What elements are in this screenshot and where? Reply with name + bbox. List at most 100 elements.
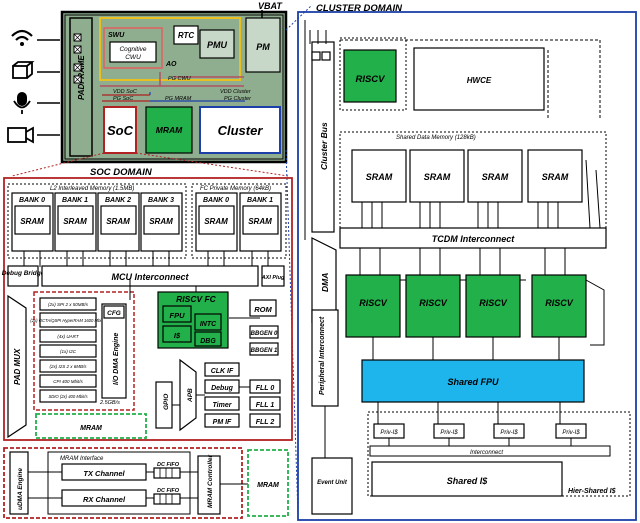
fll1-block: [249, 396, 281, 411]
shared-data-label: Shared Data Memory (128kB): [396, 135, 476, 141]
apb-label: APB: [187, 388, 194, 403]
event-unit-label: Event Unit: [317, 480, 348, 486]
svg-text:(1x) I2C: (1x) I2C: [60, 349, 77, 354]
svg-text:(2x) I2S 2 x 6MB/s: (2x) I2S 2 x 6MB/s: [49, 364, 87, 369]
pad-mux: [7, 294, 27, 439]
cluster-domain: [297, 11, 637, 521]
mram-block: [145, 106, 193, 154]
hwce-label: HWCE: [467, 76, 492, 85]
vdd-soc-label: VDD SoC: [113, 89, 137, 95]
svg-text:CPI 400 Mbit/s: CPI 400 Mbit/s: [53, 379, 83, 384]
svg-text:SRAM: SRAM: [204, 217, 228, 226]
fc-banks: BANK 0 BANK 1 SRAM SRAM: [195, 192, 282, 252]
svg-text:BANK 0: BANK 0: [19, 197, 45, 204]
shared-icache: [371, 461, 563, 497]
svg-text:(4x) UART: (4x) UART: [57, 334, 79, 339]
rom-label: ROM: [254, 305, 272, 314]
dbg-block: [194, 331, 222, 347]
icache-interconnect: [369, 445, 611, 457]
cluster-cores: RISCV RISCV RISCV RISCV: [345, 274, 605, 346]
mram-macro-label: MRAM: [257, 482, 279, 489]
soc-mram-label: MRAM: [80, 425, 102, 432]
swu-block: [103, 27, 163, 69]
shared-fpu: [361, 359, 585, 403]
vbat-label: VBAT: [258, 1, 283, 11]
rx-dc-fifo-label: DC FIFO: [157, 488, 180, 494]
apb-bus: [179, 358, 197, 432]
svg-text:SRAM: SRAM: [149, 217, 173, 226]
cluster-bus-label: Cluster Bus: [319, 122, 329, 170]
rx-channel-label: RX Channel: [83, 495, 126, 504]
rom-block: [249, 299, 277, 317]
mcu-interconnect-label: MCU Interconnect: [111, 272, 189, 282]
svg-text:SRAM: SRAM: [542, 172, 569, 182]
svg-text:(2x) OCTA/QSPI HyperRAM 1600 M: (2x) OCTA/QSPI HyperRAM 1600 Mbit/s: [30, 318, 106, 323]
pg-cluster-label: PG Cluster: [224, 96, 252, 102]
tx-channel-label: TX Channel: [83, 469, 125, 478]
cwu-label: CWU: [125, 54, 141, 61]
hwce-block: [413, 47, 545, 111]
svg-text:Priv-I$: Priv-I$: [500, 430, 518, 436]
pm-if-label: PM IF: [213, 419, 232, 426]
pm-label: PM: [256, 42, 270, 52]
gpio-label: GPIO: [163, 394, 170, 410]
tcdm-interconnect: [339, 227, 607, 249]
cluster-label: Cluster: [218, 123, 264, 138]
axi-plug-label: AXI Plug: [261, 275, 285, 281]
svg-text:(2x) SPI 2 x 50MB/s: (2x) SPI 2 x 50MB/s: [48, 302, 89, 307]
bbgen1-label: BBGEN 1: [251, 348, 278, 354]
intc-label: INTC: [200, 321, 217, 328]
fpu-label: FPU: [170, 311, 186, 320]
svg-text:SRAM: SRAM: [20, 217, 44, 226]
peripherals-list: (2x) SPI 2 x 50MB/s (2x) OCTA/QSPI Hyper…: [30, 297, 107, 403]
clk-if-block: [204, 362, 240, 377]
fc-memory-label: FC Private Memory (64kB): [200, 186, 271, 192]
swu-label: SWU: [108, 32, 125, 39]
microphone-icon: [13, 92, 31, 114]
rtc-block: [173, 25, 199, 45]
cluster-bus: [311, 41, 335, 233]
svg-text:Priv-I$: Priv-I$: [440, 430, 458, 436]
peripheral-interconnect: [311, 309, 339, 407]
l2-memory-label: L2 Interleaved Memory (1.5MB): [50, 186, 134, 192]
dma-label: DMA: [320, 273, 330, 292]
cfg-block: [103, 305, 125, 319]
svg-text:BANK 1: BANK 1: [62, 197, 88, 204]
pg-cwu-label: PG CWU: [168, 76, 191, 82]
clk-if-label: CLK IF: [211, 368, 234, 375]
fc-icache-label: I$: [174, 331, 181, 340]
cfg-label: CFG: [107, 310, 121, 317]
mram-label: MRAM: [156, 125, 183, 135]
camera-icon: [7, 126, 34, 144]
tx-dc-fifo: [153, 467, 181, 479]
wifi-icon: [11, 29, 33, 46]
svg-text:RISCV: RISCV: [359, 298, 388, 308]
svg-text:RISCV: RISCV: [419, 298, 448, 308]
svg-text:Priv-I$: Priv-I$: [380, 430, 398, 436]
svg-text:Debug Bridge: Debug Bridge: [2, 270, 45, 277]
axi-plug: [261, 265, 285, 287]
cluster-domain-title: CLUSTER DOMAIN: [316, 3, 403, 14]
mram-subsystem: [3, 447, 243, 519]
svg-text:SRAM: SRAM: [248, 217, 272, 226]
mram-controller: [197, 455, 221, 515]
imu-sensor-icon: [12, 61, 35, 79]
cognitive-label: Cognitive: [119, 46, 146, 53]
dbg-label: DBG: [200, 338, 216, 345]
tcdm-label: TCDM Interconnect: [432, 234, 516, 244]
debug-bridge-label: Debug Bridge: [2, 270, 45, 277]
svg-text:BANK 1: BANK 1: [247, 197, 273, 204]
udma-engine-label: uDMA Engine: [17, 468, 24, 510]
event-unit: [311, 457, 353, 515]
pm-if-block: [204, 413, 240, 428]
rate-label: 2.5GB/s: [99, 400, 120, 406]
pmu-block: [199, 29, 235, 59]
rx-dc-fifo: [153, 493, 181, 505]
hier-shared-label: Hier-Shared I$: [568, 488, 616, 495]
svg-text:SDIO (2x) 400 Mbit/s: SDIO (2x) 400 Mbit/s: [48, 394, 88, 399]
pg-soc-label: PG SoC: [113, 96, 133, 102]
soc-block: [103, 106, 137, 154]
mram-interface-label: MRAM Interface: [60, 456, 104, 462]
timer-label: Timer: [213, 402, 233, 409]
